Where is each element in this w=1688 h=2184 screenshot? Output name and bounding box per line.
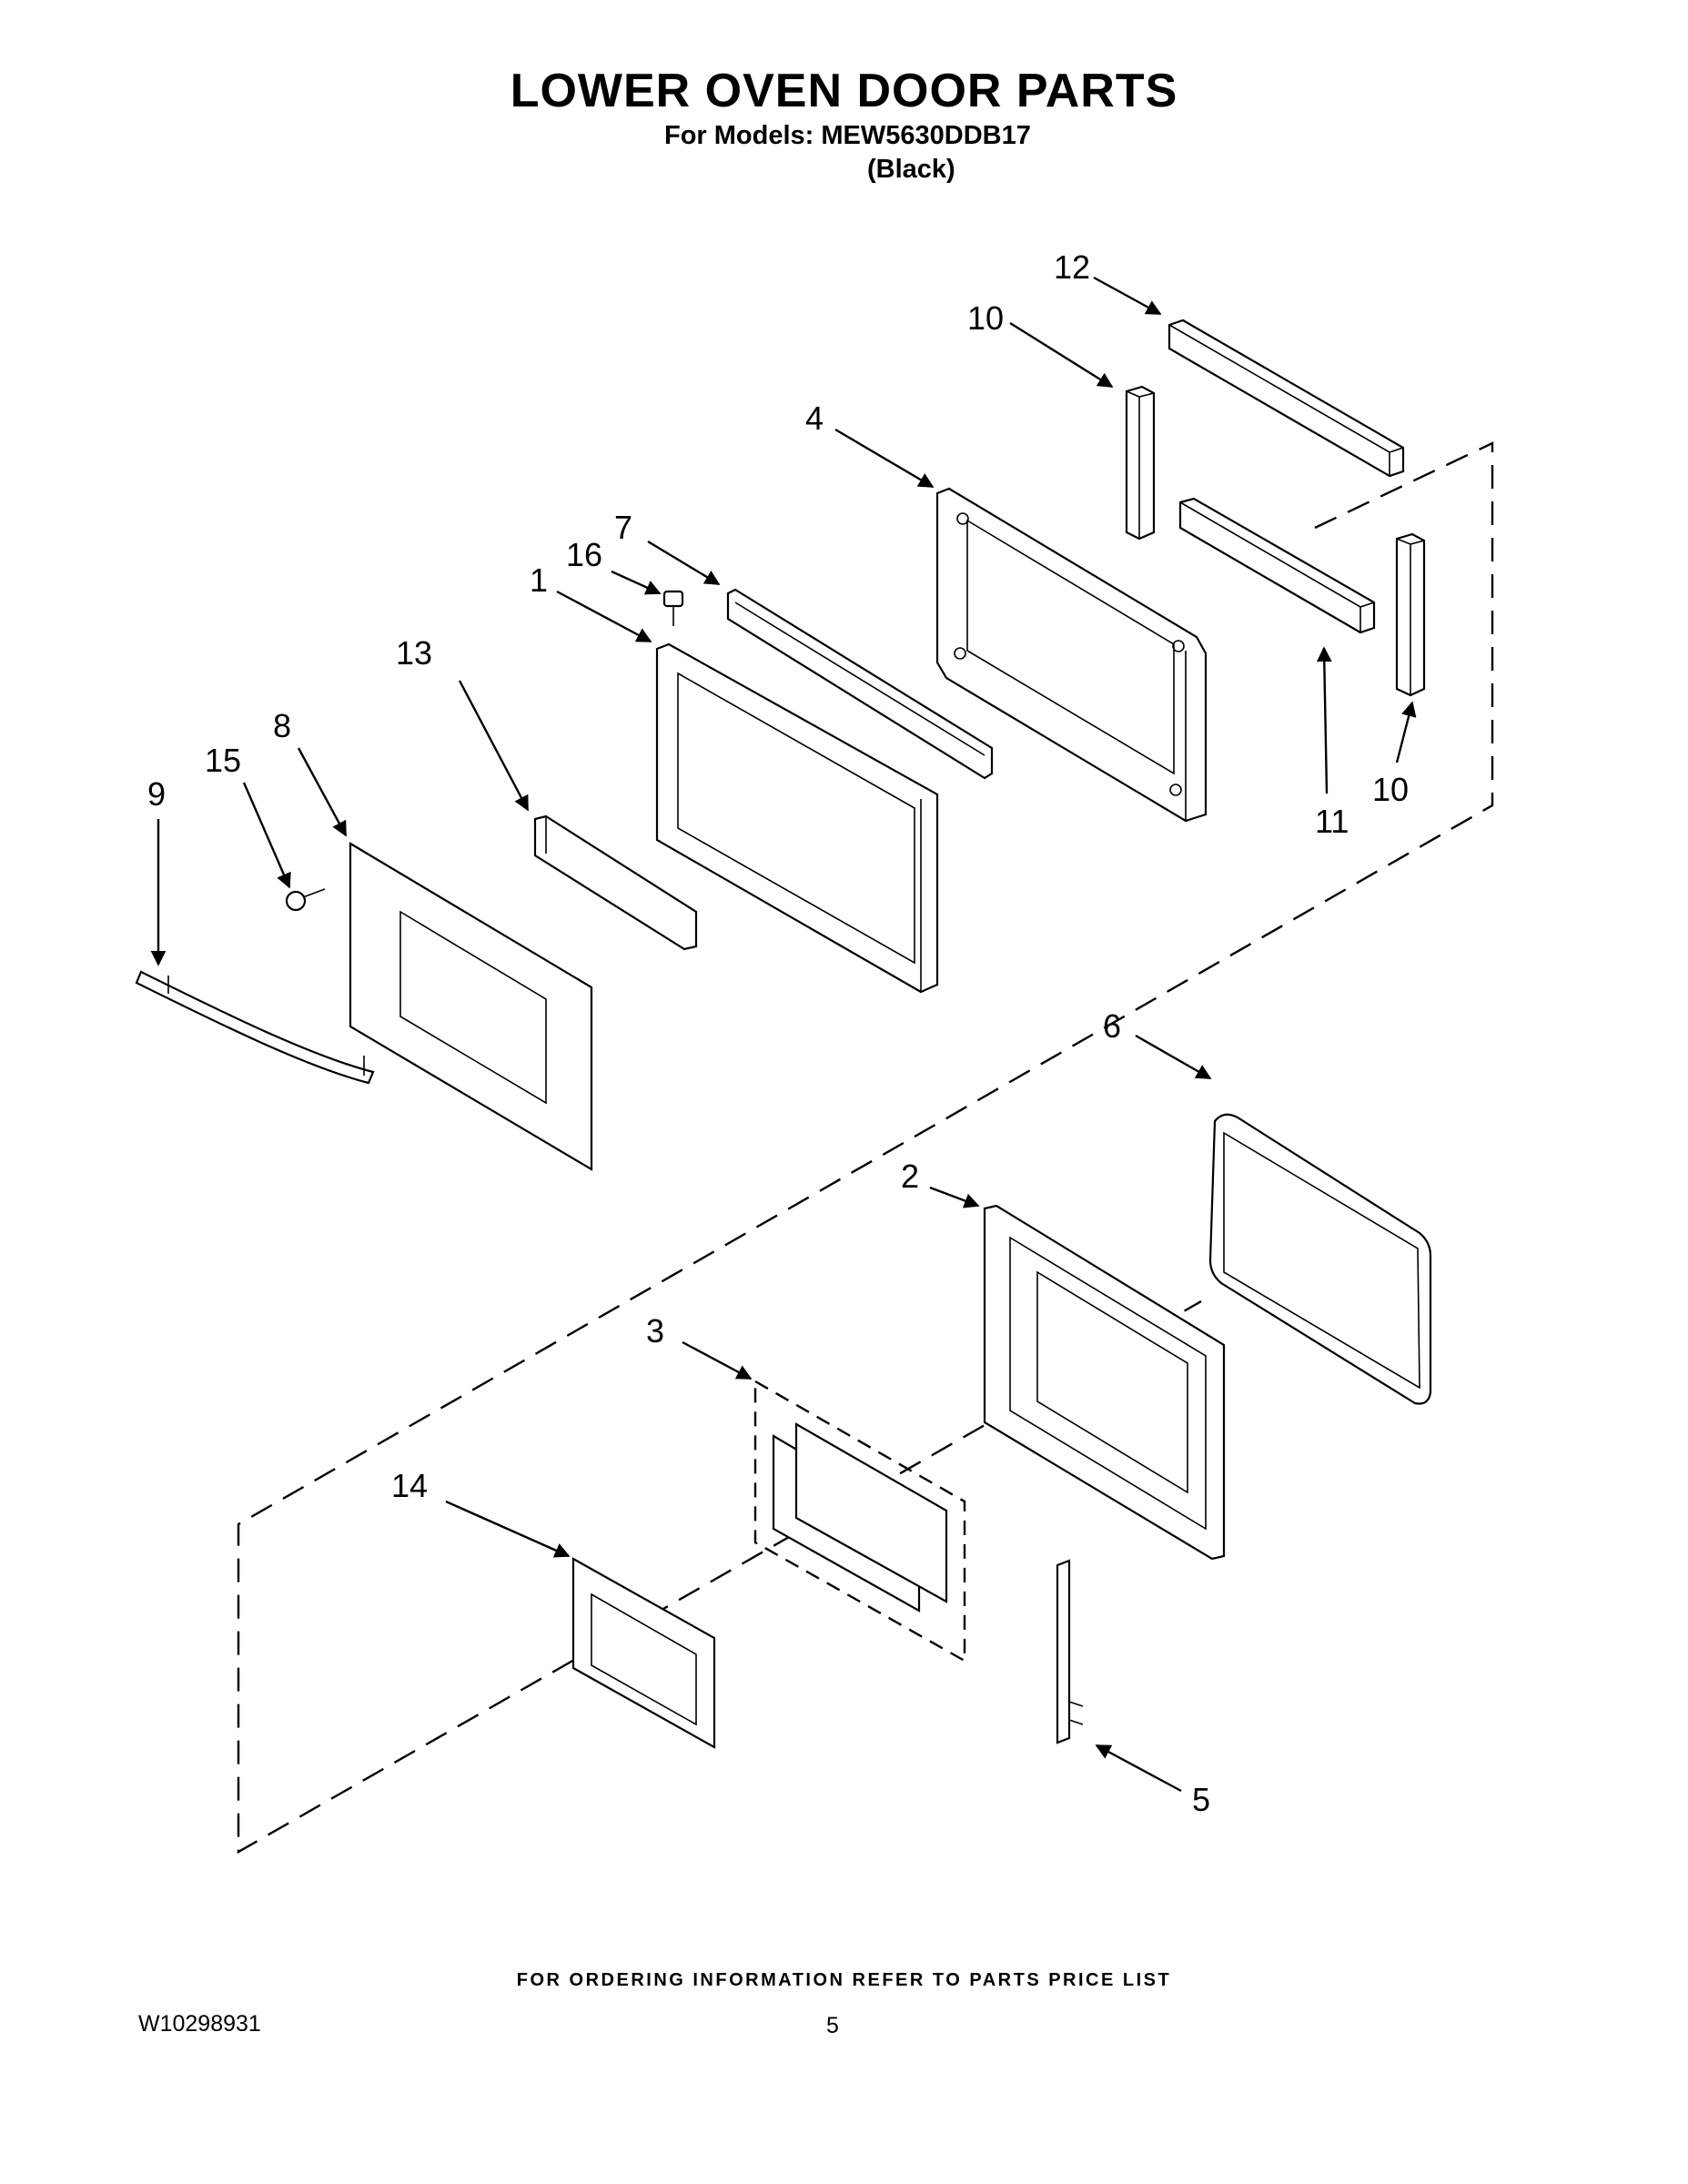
callout-14: 14 <box>391 1467 428 1504</box>
callout-1: 1 <box>530 561 548 599</box>
callout-6: 6 <box>1103 1007 1121 1045</box>
part-6-door-gasket <box>1208 1113 1432 1405</box>
part-11-bottom-trim <box>1178 497 1376 634</box>
callout-2: 2 <box>901 1158 919 1195</box>
callout-5: 5 <box>1192 1781 1210 1818</box>
part-5-door-hinge <box>1056 1559 1084 1744</box>
callout-9: 9 <box>147 775 166 813</box>
callout-10-lower: 10 <box>1372 771 1409 808</box>
part-7-channel <box>726 588 994 780</box>
callout-4: 4 <box>805 399 824 437</box>
callout-8: 8 <box>273 707 291 744</box>
ordering-info: FOR ORDERING INFORMATION REFER TO PARTS … <box>516 1970 1172 1990</box>
assembly-boundary <box>237 441 1494 1855</box>
callout-10-upper: 10 <box>967 299 1004 337</box>
part-3-glass-pack <box>753 1379 966 1663</box>
page-title: LOWER OVEN DOOR PARTS <box>510 65 1178 117</box>
part-4-door-inner-panel <box>935 487 1208 823</box>
document-number: W10298931 <box>138 2011 261 2037</box>
model-number: For Models: MEW5630DDB17 <box>664 121 1031 150</box>
part-13-bracket <box>533 814 698 951</box>
part-12-top-trim <box>1167 318 1405 478</box>
part-15-handle-screw <box>285 888 326 912</box>
callout-15: 15 <box>205 742 241 779</box>
callout-7: 7 <box>614 509 632 546</box>
part-2-inner-door-liner <box>983 1204 1226 1561</box>
model-color: (Black) <box>867 155 955 184</box>
callout-11: 11 <box>1315 803 1349 840</box>
part-8-outer-door-panel <box>349 842 593 1171</box>
leader-lines <box>150 276 1417 1793</box>
part-16-screw <box>662 590 684 626</box>
callout-12: 12 <box>1054 248 1090 286</box>
callout-labels: 12 10 4 7 16 1 13 8 15 9 11 10 6 2 3 14 … <box>147 248 1409 1818</box>
part-9-door-handle <box>135 970 375 1085</box>
part-10-side-trim-left <box>1125 385 1156 541</box>
callout-3: 3 <box>646 1312 664 1350</box>
page-number: 5 <box>826 2013 839 2038</box>
part-14-window-trim <box>571 1557 716 1749</box>
callout-16: 16 <box>566 536 602 573</box>
part-1-door-frame <box>655 642 939 994</box>
part-10-side-trim-right <box>1395 532 1426 697</box>
callout-13: 13 <box>396 634 432 672</box>
